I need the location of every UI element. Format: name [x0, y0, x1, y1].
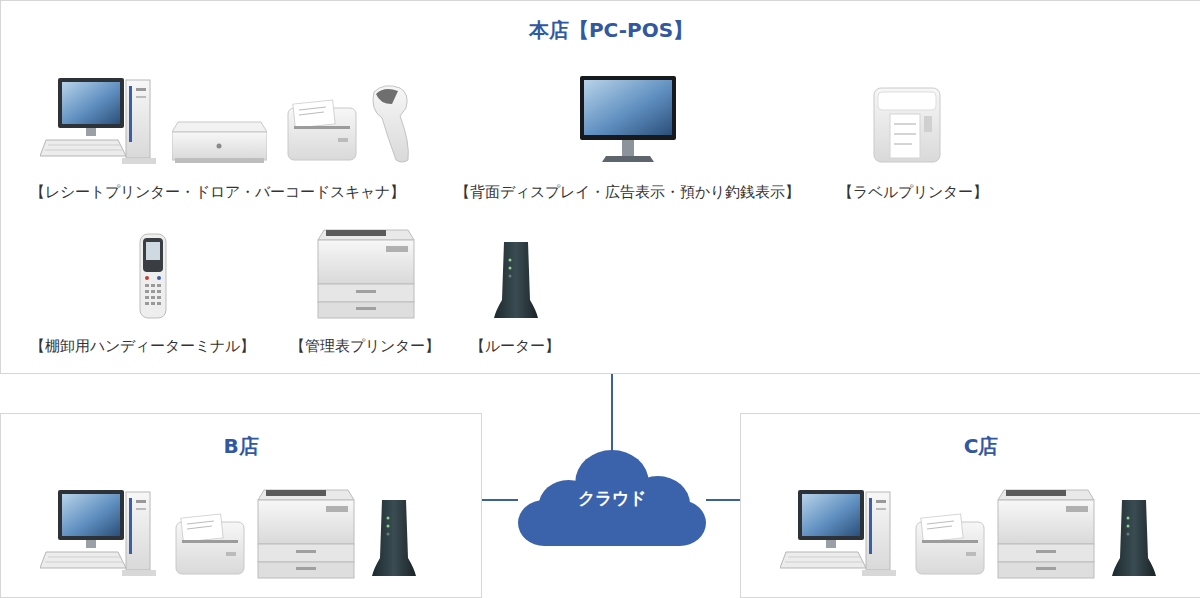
device-caption: 【棚卸用ハンディーターミナル】 — [30, 337, 255, 355]
store-box: C店 — [740, 413, 1200, 598]
router-icon — [1112, 500, 1156, 576]
network-line — [482, 499, 518, 501]
handy-terminal-icon — [140, 234, 166, 318]
monitor-icon — [580, 76, 676, 162]
network-line — [611, 374, 613, 450]
store-box: B店 — [0, 413, 482, 598]
laser-printer-icon — [258, 490, 354, 578]
device-caption: 【管理表プリンター】 — [290, 337, 440, 355]
pc-icon — [780, 490, 896, 576]
drawer-icon — [172, 122, 267, 163]
device-caption: 【背面ディスプレイ・広告表示・預かり釣銭表示】 — [455, 183, 800, 201]
network-line — [706, 499, 740, 501]
router-icon — [494, 242, 538, 318]
router-icon — [372, 500, 416, 576]
receipt-printer-icon — [288, 100, 356, 160]
cloud-node: クラウド — [518, 450, 706, 550]
device-caption: 【レシートプリンター・ドロア・バーコードスキャナ】 — [30, 183, 405, 201]
label-printer-icon — [874, 88, 940, 162]
receipt-printer-icon — [176, 514, 244, 574]
store-heading: C店 — [741, 434, 1200, 458]
laser-printer-icon — [998, 490, 1094, 578]
device-caption: 【ルーター】 — [470, 337, 560, 355]
store-heading: 本店【PC-POS】 — [1, 18, 1200, 42]
receipt-printer-icon — [916, 514, 984, 574]
scanner-icon — [373, 86, 408, 162]
store-heading: B店 — [1, 434, 481, 458]
pc-icon — [40, 490, 156, 576]
device-caption: 【ラベルプリンター】 — [838, 183, 988, 201]
pc-icon — [40, 78, 156, 164]
cloud-label: クラウド — [518, 488, 706, 508]
laser-printer-icon — [318, 230, 414, 318]
